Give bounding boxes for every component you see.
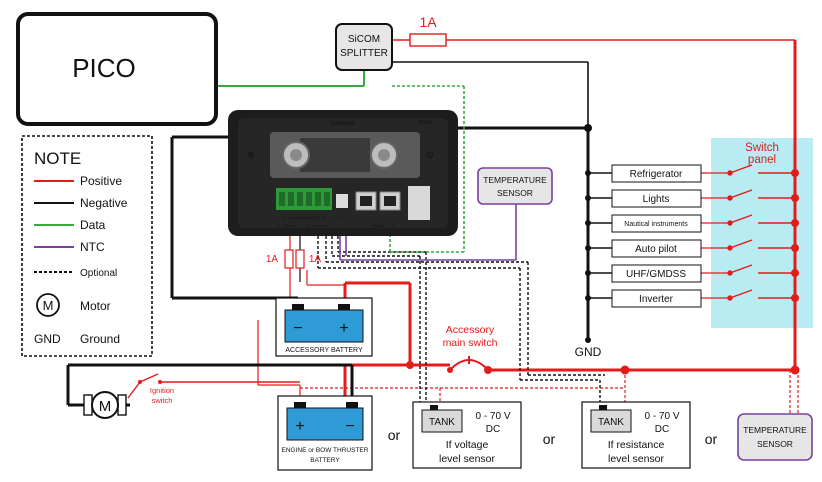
legend-positive: Positive bbox=[80, 174, 122, 188]
legend-ground: Ground bbox=[80, 332, 120, 346]
temperature-sensor-bottom-line1: TEMPERATURE bbox=[743, 425, 807, 435]
load-box-nautical-instruments bbox=[611, 214, 702, 233]
sicom-splitter-label-1: SiCOM bbox=[348, 34, 380, 45]
load-label-uhf-gmdss: UHF/GMDSS bbox=[626, 269, 686, 280]
engine-battery-plus: + bbox=[295, 418, 304, 435]
shunt-ntc-label: NTC bbox=[338, 215, 346, 220]
tank-resistance-range: 0 - 70 V bbox=[644, 411, 679, 422]
accessory-switch-label-1: Accessory bbox=[446, 324, 495, 336]
load-box-uhf-gmdss bbox=[611, 264, 702, 283]
tank-resistance-desc-1: If resistance bbox=[608, 439, 665, 451]
panel-switches bbox=[727, 164, 795, 301]
ignition-switch-label-1: Ignition bbox=[150, 386, 174, 395]
sicom-splitter-box bbox=[335, 23, 393, 71]
ignition-switch-label-2: switch bbox=[152, 396, 173, 405]
legend-optional: Optional bbox=[80, 268, 117, 279]
accessory-battery-minus: − bbox=[293, 320, 302, 337]
main-fuse bbox=[409, 33, 447, 47]
load-label-auto-pilot: Auto pilot bbox=[635, 244, 677, 255]
tank-voltage-box bbox=[421, 409, 463, 433]
load-box-inverter bbox=[611, 289, 702, 308]
engine-battery-body bbox=[286, 407, 364, 441]
motor-icon: M bbox=[83, 391, 127, 419]
temperature-sensor-bottom-line2: SENSOR bbox=[757, 439, 793, 449]
or-label-1: or bbox=[388, 427, 401, 443]
tank-voltage-desc-1: If voltage bbox=[446, 439, 489, 451]
sicom-label: SiCOM bbox=[372, 223, 385, 228]
main-fuse-label: 1A bbox=[419, 14, 437, 30]
shunt-minus-symbol: ⊖ bbox=[426, 150, 434, 161]
motor-symbol: M bbox=[99, 398, 112, 415]
legend-motor-icon bbox=[36, 293, 60, 317]
positive-junction-dots bbox=[406, 169, 800, 375]
tank-voltage-desc-2: level sensor bbox=[439, 453, 496, 465]
legend-title: NOTE bbox=[34, 149, 81, 168]
load-box-lights bbox=[611, 189, 702, 208]
shunt-terminal-labels: U1 U2 GND GND R1 R2 bbox=[282, 215, 327, 220]
tank-resistance-box bbox=[590, 409, 632, 433]
shunt-brand: SIMARINE bbox=[331, 121, 356, 127]
load-label-inverter: Inverter bbox=[639, 294, 674, 305]
load-label-refrigerator: Refrigerator bbox=[630, 169, 683, 180]
sicom-splitter-label-2: SPLITTER bbox=[340, 48, 388, 59]
temperature-sensor-top bbox=[477, 167, 553, 205]
load-list: Refrigerator Lights Nautical instruments… bbox=[611, 164, 702, 308]
shunt-device: SIMARINE SC303 ⊕ ⊖ U1 U2 GND GND R1 R2 N… bbox=[228, 110, 458, 236]
switch-panel-title-line1: Switch bbox=[745, 142, 779, 154]
engine-battery-minus: − bbox=[345, 418, 354, 435]
accessory-battery-body bbox=[284, 309, 364, 343]
engine-battery-label-1: ENGINE or BOW THRUSTER bbox=[282, 447, 369, 454]
load-box-auto-pilot bbox=[611, 239, 702, 258]
load-box-refrigerator bbox=[611, 164, 702, 183]
temperature-sensor-bottom bbox=[737, 413, 813, 461]
tank-resistance-desc-2: level sensor bbox=[608, 453, 665, 465]
legend-motor: Motor bbox=[80, 299, 111, 313]
small-fuse-left-label: 1A bbox=[266, 254, 279, 265]
ignition-switch-icon bbox=[139, 373, 159, 383]
legend-gnd-symbol: GND bbox=[34, 332, 61, 346]
pico-box bbox=[16, 12, 218, 126]
legend-motor-symbol: M bbox=[43, 298, 54, 313]
load-label-lights: Lights bbox=[643, 194, 670, 205]
sicom-port-1-label: 1 bbox=[361, 223, 364, 228]
small-fuse-right bbox=[295, 249, 305, 269]
engine-battery-label-2: BATTERY bbox=[310, 457, 340, 464]
shunt-range-voltage: 0 - 70 VDC bbox=[278, 223, 298, 228]
accessory-battery-plus: + bbox=[339, 320, 348, 337]
positive-wires bbox=[127, 39, 797, 402]
accessory-main-switch-icon bbox=[449, 356, 489, 371]
shunt-range-resistance: 0 - 65 kohm bbox=[307, 223, 329, 228]
data-optional-wires bbox=[389, 85, 465, 253]
shunt-model: SC303 bbox=[417, 120, 433, 126]
temperature-sensor-top-line1: TEMPERATURE bbox=[483, 175, 547, 185]
or-label-2: or bbox=[543, 431, 556, 447]
small-fuse-right-label: 1A bbox=[309, 254, 322, 265]
legend-data: Data bbox=[80, 218, 106, 232]
gnd-label: GND bbox=[575, 345, 602, 359]
switch-panel-title-line2: panel bbox=[748, 154, 776, 166]
load-label-nautical-instruments: Nautical instruments bbox=[624, 221, 688, 228]
accessory-battery-label: ACCESSORY BATTERY bbox=[285, 347, 363, 354]
shunt-plus-symbol: ⊕ bbox=[247, 150, 255, 161]
pico-label: PICO bbox=[72, 53, 136, 83]
small-fuse-left bbox=[284, 249, 294, 269]
negative-junction-dots bbox=[584, 124, 592, 343]
legend-negative: Negative bbox=[80, 196, 128, 210]
legend: NOTE Positive Negative Data NTC Optional… bbox=[21, 135, 153, 357]
tank-resistance-label: TANK bbox=[598, 417, 624, 428]
tank-voltage-range: 0 - 70 V bbox=[475, 411, 510, 422]
tank-voltage-label: TANK bbox=[429, 417, 455, 428]
sicom-port-2-label: 2 bbox=[393, 223, 396, 228]
positive-optional-wires bbox=[300, 370, 799, 415]
accessory-switch-label-2: main switch bbox=[443, 337, 498, 349]
legend-ntc: NTC bbox=[80, 240, 105, 254]
tank-voltage-unit: DC bbox=[486, 424, 500, 435]
optional-sensor-wires bbox=[317, 236, 605, 405]
or-label-3: or bbox=[705, 431, 718, 447]
temperature-sensor-top-line2: SENSOR bbox=[497, 188, 533, 198]
tank-resistance-unit: DC bbox=[655, 424, 669, 435]
